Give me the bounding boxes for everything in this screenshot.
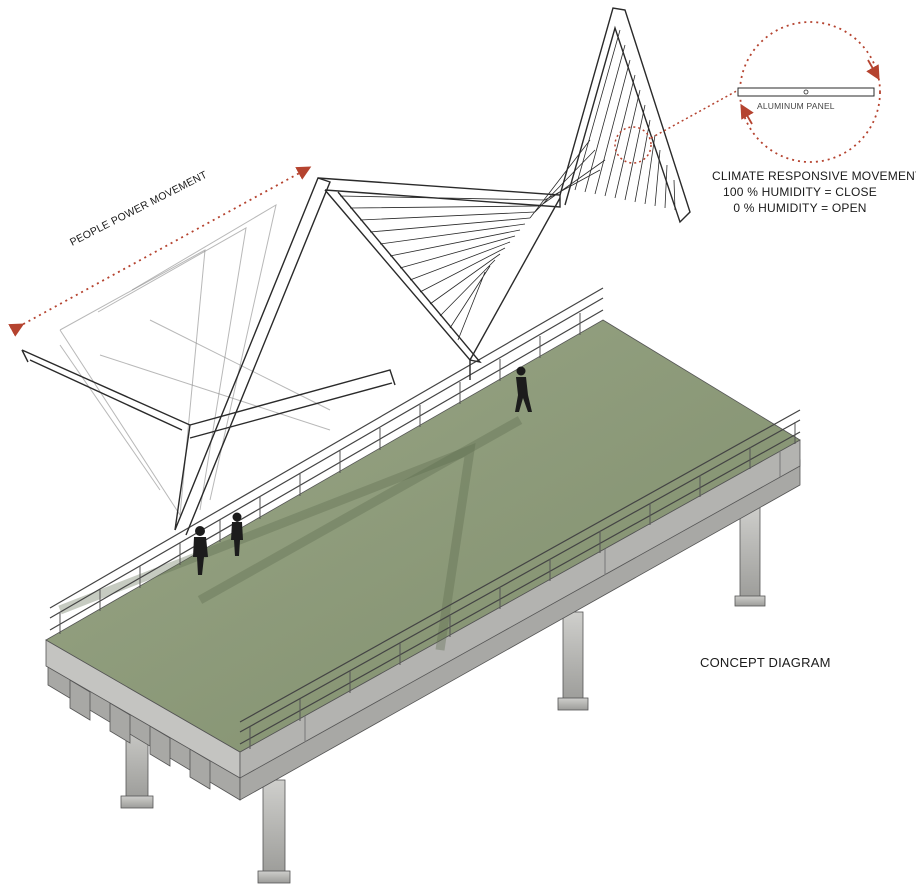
- railing-front: [239, 409, 801, 745]
- climate-close-text: 100 % HUMIDITY = CLOSE: [723, 185, 877, 199]
- rotation-arrow-top: [866, 59, 880, 81]
- railing-back: [49, 287, 604, 631]
- rotation-arrow-bottom: [740, 103, 754, 125]
- detail-callout-circle: [614, 126, 652, 164]
- person-silhouette: [515, 366, 532, 412]
- person-silhouette: [231, 512, 243, 556]
- person-silhouette: [193, 526, 208, 575]
- people-silhouettes: [193, 366, 532, 575]
- aluminum-panel-label: ALUMINUM PANEL: [757, 101, 835, 111]
- aluminum-slats: [339, 29, 676, 341]
- bridge: [45, 287, 801, 884]
- people-power-arrow: [8, 166, 312, 337]
- railing-posts: [59, 313, 796, 749]
- people-power-frames: [59, 203, 331, 517]
- panel-pivot: [803, 89, 809, 95]
- concept-diagram-title: CONCEPT DIAGRAM: [700, 655, 831, 670]
- climate-open-text: 0 % HUMIDITY = OPEN: [733, 201, 867, 215]
- climate-detail: [737, 21, 881, 163]
- deck-surface: [45, 319, 801, 753]
- climate-responsive-text: CLIMATE RESPONSIVE MOVEMENT 100 % HUMIDI…: [712, 168, 916, 216]
- kinetic-frame: [21, 7, 691, 536]
- bridge-columns: [120, 504, 766, 884]
- climate-title: CLIMATE RESPONSIVE MOVEMENT: [712, 169, 916, 183]
- detail-callout-leader: [650, 87, 743, 139]
- rotation-circle: [739, 21, 881, 163]
- side-wall-bands: [304, 451, 781, 742]
